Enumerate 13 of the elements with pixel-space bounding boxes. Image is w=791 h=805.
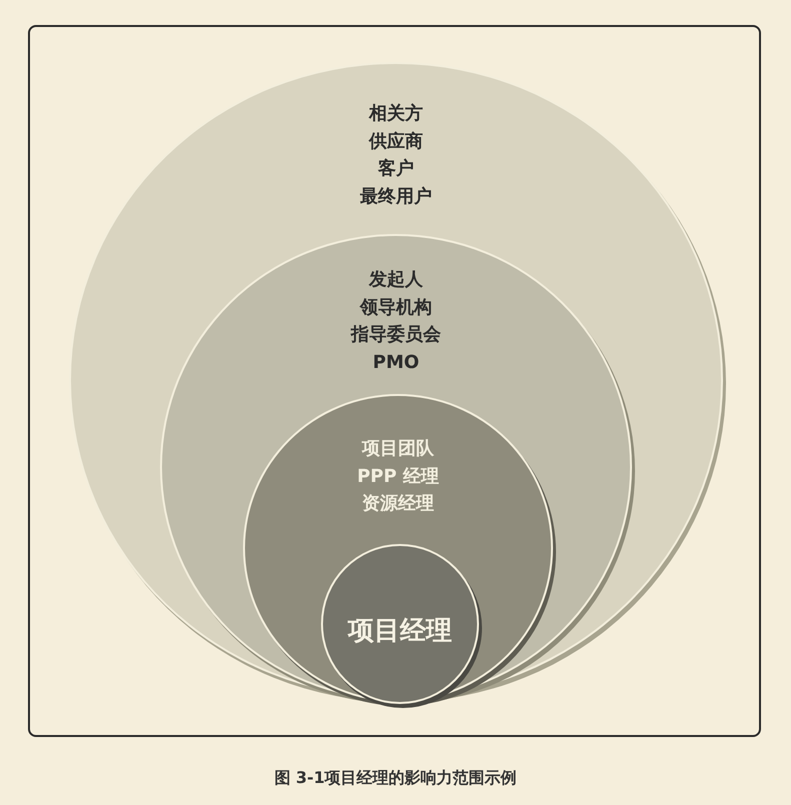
region-label: 客户 [378,157,414,182]
region-label: 项目团队 [362,437,434,461]
region-label: 资源经理 [362,492,434,516]
region-label: PPP 经理 [357,464,439,489]
region-label: 最终用户 [360,184,432,209]
region-label: 领导机构 [360,296,432,320]
region-label: 指导委员会 [351,323,441,348]
region-label: 项目经理 [348,615,452,648]
region-label: 相关方 [369,102,423,126]
region-label: PMO [372,350,420,375]
region-label: 供应商 [369,130,423,154]
region-label: 发起人 [369,268,423,292]
figure-caption: 图 3-1项目经理的影响力范围示例 [274,768,517,789]
